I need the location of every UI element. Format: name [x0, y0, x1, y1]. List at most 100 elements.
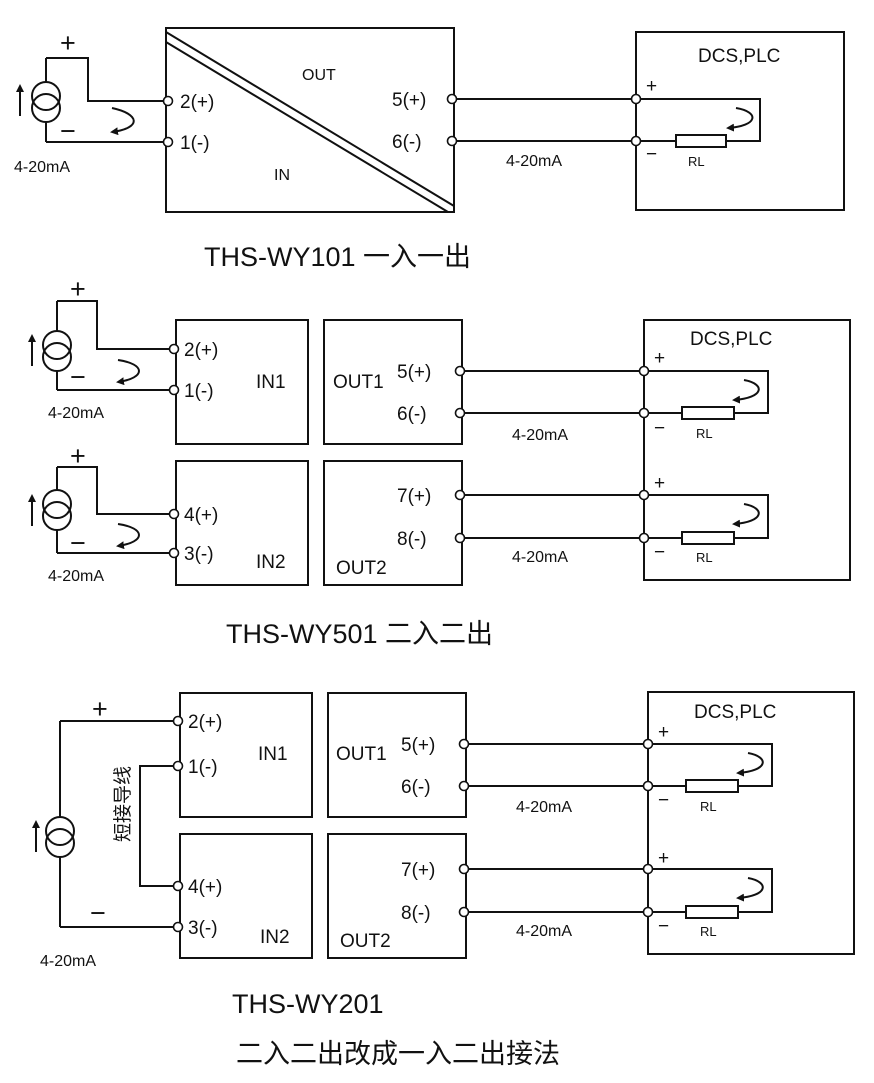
- dcs-terminal-plus: [638, 489, 650, 501]
- dcs-minus-sign: −: [658, 916, 669, 937]
- terminal-4: [172, 880, 184, 892]
- source-2-minus-sign: −: [70, 528, 86, 558]
- module-out2-label: OUT2: [336, 558, 387, 579]
- source-current-label: 4-20mA: [40, 953, 96, 970]
- terminal-2: [162, 95, 174, 107]
- terminal-1: [172, 760, 184, 772]
- module-out1-label: OUT1: [336, 744, 387, 765]
- module-out2-box: [327, 833, 467, 959]
- module-out1-box: [323, 319, 463, 445]
- dcs-terminal-plus: [642, 863, 654, 875]
- dcs-minus-sign: −: [646, 144, 657, 165]
- module-in1-label: IN1: [256, 372, 286, 393]
- terminal-6-label: 6(-): [392, 132, 422, 153]
- terminal-4-label: 4(+): [184, 505, 218, 526]
- terminal-3-label: 3(-): [188, 918, 218, 939]
- module-in-label: IN: [274, 167, 290, 184]
- dcs-plc-box: [647, 691, 855, 955]
- terminal-2-label: 2(+): [188, 712, 222, 733]
- dcs-plus-sign: +: [658, 848, 669, 869]
- dcs-terminal-minus: [642, 780, 654, 792]
- dcs-terminal-minus: [638, 407, 650, 419]
- resistor-icon: [685, 779, 739, 793]
- current-source-icon: [28, 467, 72, 553]
- loop-arrow-icon: [110, 107, 135, 136]
- source-current-label: 4-20mA: [14, 159, 70, 176]
- module-in1-box: [179, 692, 313, 818]
- diagram-ths-wy101: + − 4-20mA OUT IN 2(+) 1(-) 5(+) 6(-) 4-…: [14, 27, 845, 272]
- dcs-plus-sign: +: [654, 348, 665, 369]
- dcs-plc-label: DCS,PLC: [694, 702, 776, 723]
- dcs-loop-2-wire: [653, 868, 773, 913]
- terminal-7-label: 7(+): [401, 860, 435, 881]
- loop-2-current-label: 4-20mA: [512, 549, 568, 566]
- load-1-label: RL: [696, 426, 713, 441]
- load-2-label: RL: [696, 550, 713, 565]
- terminal-2-label: 2(+): [184, 340, 218, 361]
- module-in2-box: [175, 460, 309, 586]
- terminal-5: [458, 738, 470, 750]
- dcs-plc-box: [635, 31, 845, 211]
- source-minus-sign: −: [90, 898, 106, 928]
- loop-2-current-label: 4-20mA: [516, 923, 572, 940]
- dcs-loop-arrow-icon: [736, 752, 764, 777]
- module-out1-box: [327, 692, 467, 818]
- current-source-icon: [32, 721, 75, 927]
- module-out1-label: OUT1: [333, 372, 384, 393]
- dcs-terminal-minus: [638, 532, 650, 544]
- terminal-5-label: 5(+): [397, 362, 431, 383]
- diagram-title: THS-WY201: [232, 989, 384, 1019]
- module-divider-2: [165, 41, 449, 213]
- loop-current-label: 4-20mA: [506, 153, 562, 170]
- dcs-loop-1-wire: [653, 743, 773, 787]
- dcs-minus-sign: −: [654, 418, 665, 439]
- load-2-label: RL: [700, 924, 717, 939]
- terminal-6-label: 6(-): [397, 404, 427, 425]
- terminal-5: [454, 365, 466, 377]
- terminal-3: [172, 921, 184, 933]
- terminal-1-label: 1(-): [180, 133, 210, 154]
- dcs-plus-sign: +: [654, 473, 665, 494]
- dcs-loop-arrow-icon: [736, 877, 764, 902]
- source-2-current-label: 4-20mA: [48, 568, 104, 585]
- dcs-loop-arrow-icon: [726, 107, 754, 132]
- terminal-2: [172, 715, 184, 727]
- terminal-8: [454, 532, 466, 544]
- module-out2-label: OUT2: [340, 931, 391, 952]
- load-1-label: RL: [700, 799, 717, 814]
- terminal-8: [458, 906, 470, 918]
- terminal-7: [458, 863, 470, 875]
- dcs-terminal-minus: [630, 135, 642, 147]
- terminal-7: [454, 489, 466, 501]
- source-1-current-label: 4-20mA: [48, 405, 104, 422]
- dcs-terminal-plus: [630, 93, 642, 105]
- terminal-1: [168, 384, 180, 396]
- terminal-3-label: 3(-): [184, 544, 214, 565]
- module-in1-label: IN1: [258, 744, 288, 765]
- terminal-2: [168, 343, 180, 355]
- resistor-icon: [685, 905, 739, 919]
- source-plus-wire: [46, 57, 164, 102]
- dcs-loop-arrow-icon: [732, 379, 760, 404]
- terminal-3: [168, 547, 180, 559]
- resistor-icon: [681, 531, 735, 545]
- terminal-6: [446, 135, 458, 147]
- diagram-title: THS-WY101 一入一出: [204, 242, 471, 272]
- dcs-plc-box: [643, 319, 851, 581]
- dcs-terminal-plus: [642, 738, 654, 750]
- terminal-4-label: 4(+): [188, 877, 222, 898]
- terminal-8-label: 8(-): [397, 529, 427, 550]
- load-label: RL: [688, 154, 705, 169]
- dcs-plc-label: DCS,PLC: [690, 329, 772, 350]
- terminal-1-label: 1(-): [188, 757, 218, 778]
- diagram-ths-wy201: 短接导线 + − 4-20mA IN1 OUT1 IN2 OUT2 2(+) 1…: [32, 691, 855, 1069]
- resistor-icon: [681, 406, 735, 420]
- dcs-loop-2-wire: [649, 494, 769, 539]
- loop-1-current-label: 4-20mA: [512, 427, 568, 444]
- source-1-plus-wire: [57, 300, 170, 350]
- terminal-7-label: 7(+): [397, 486, 431, 507]
- diagram-ths-wy501: + − 4-20mA + − 4-20mA IN1 OUT1 IN2 OUT2 …: [28, 274, 851, 649]
- dcs-plus-sign: +: [646, 76, 657, 97]
- module-in1-box: [175, 319, 309, 445]
